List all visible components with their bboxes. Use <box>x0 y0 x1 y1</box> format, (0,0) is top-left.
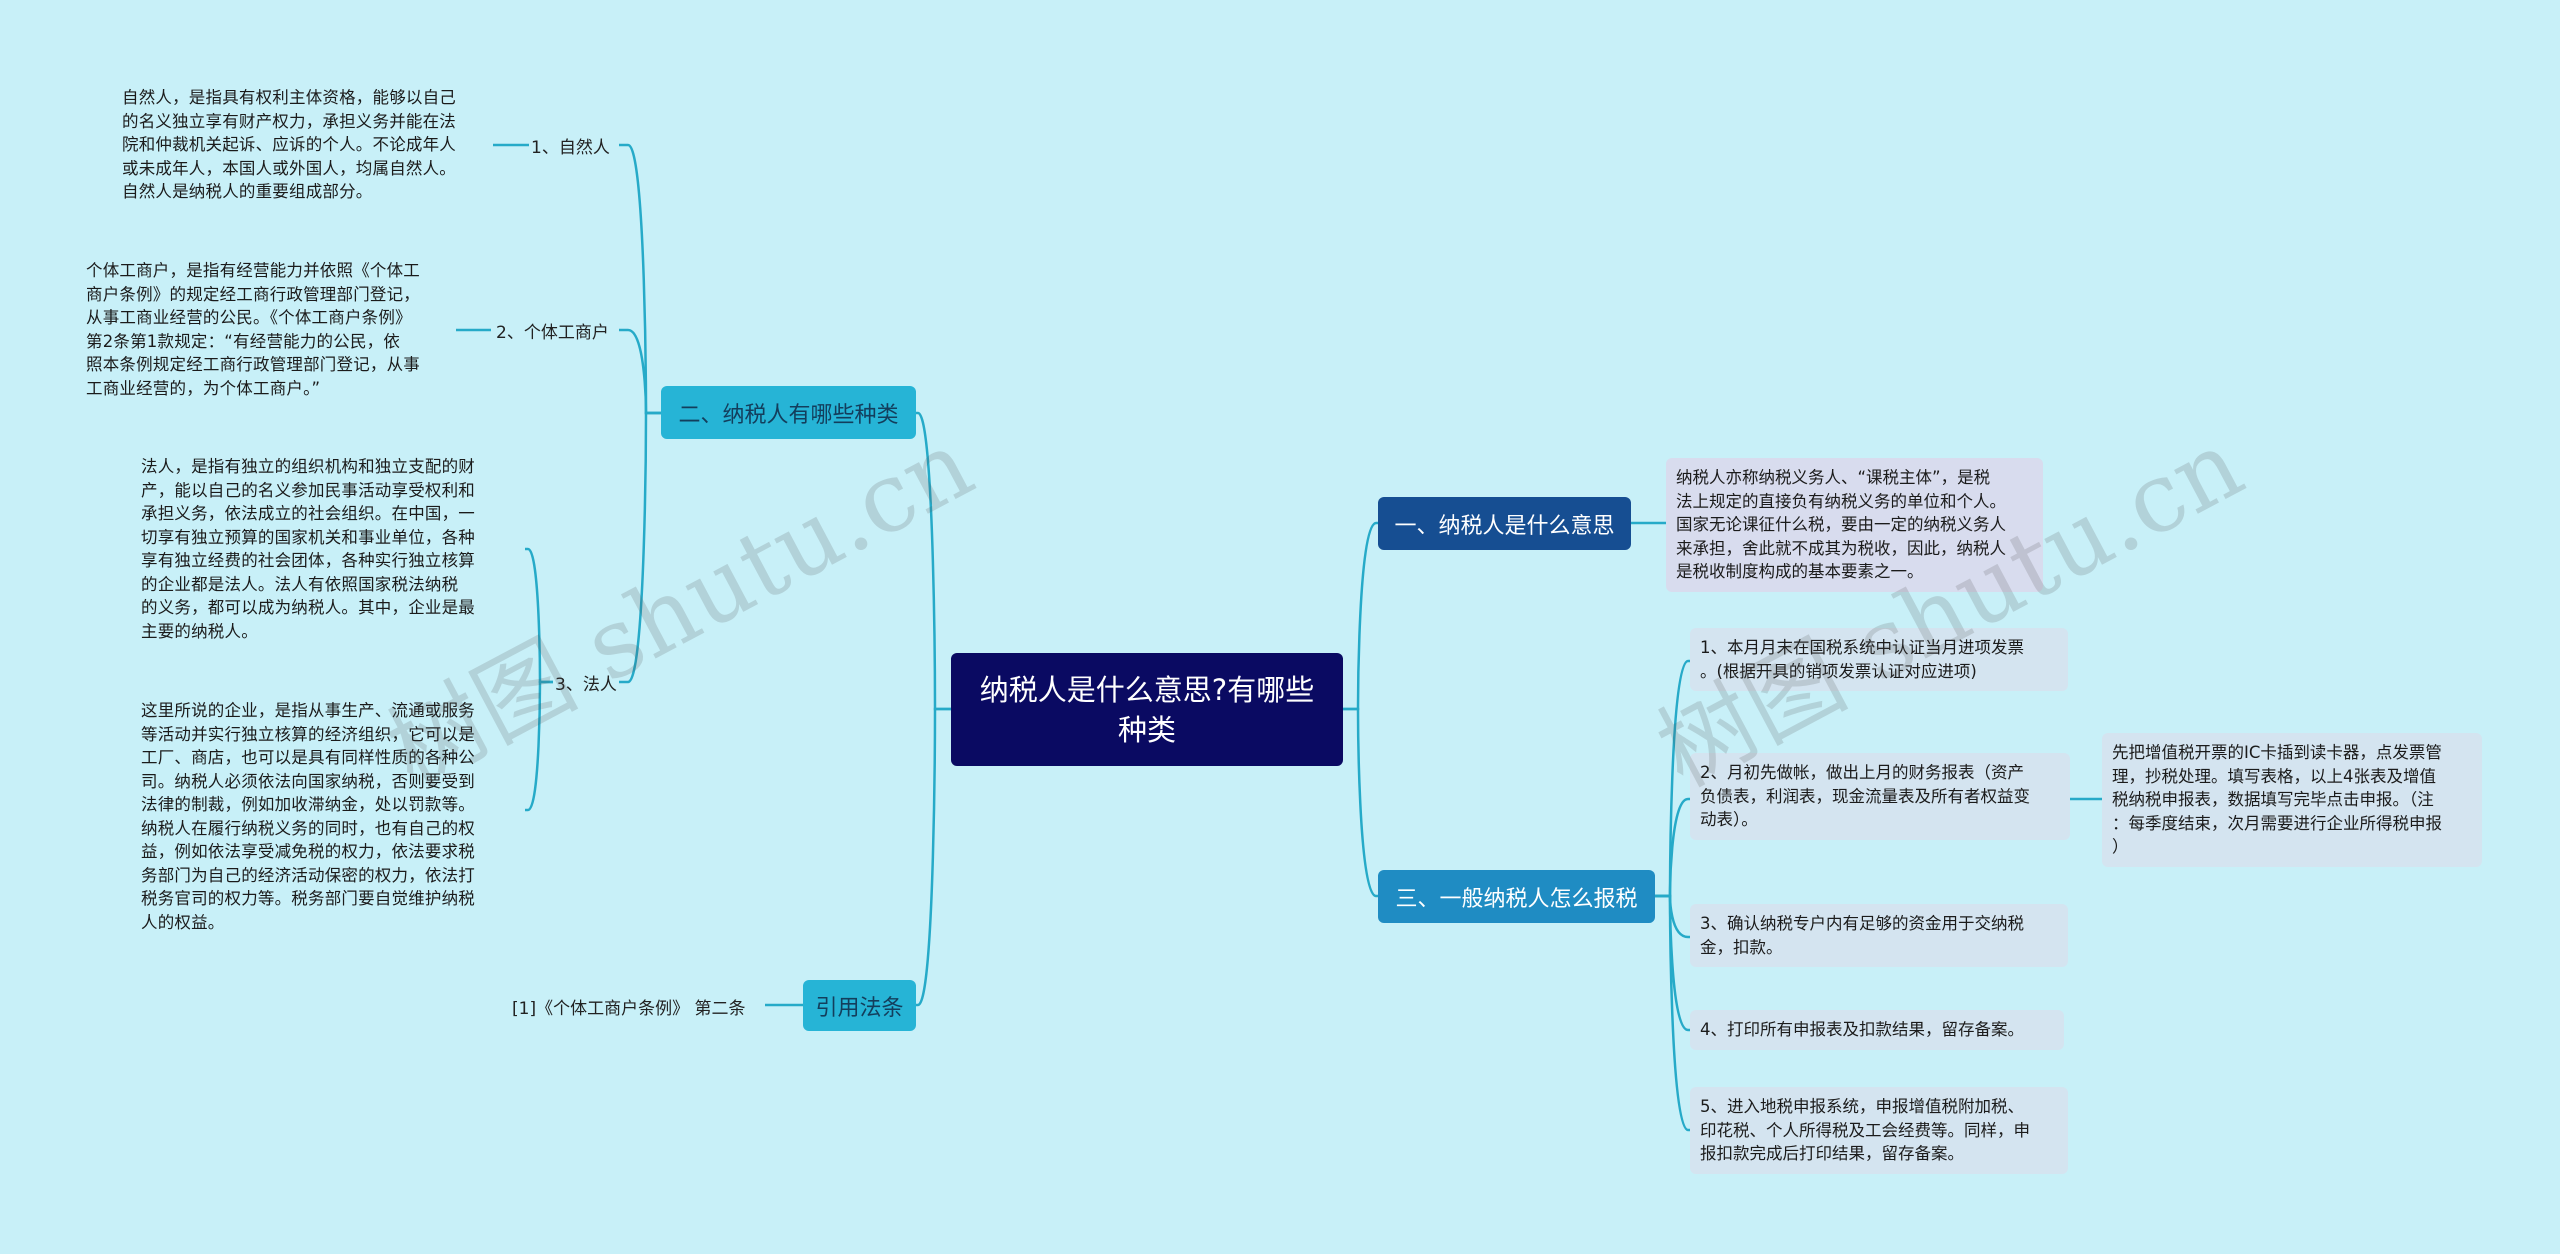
link-filing-step1 <box>1655 659 1690 898</box>
link-types-individual <box>619 328 661 415</box>
branch-filing-label: 三、一般纳税人怎么报税 <box>1395 886 1638 912</box>
branch-types[interactable]: 二、纳税人有哪些种类 <box>661 386 916 439</box>
root-title: 纳税人是什么意思?有哪些种类 <box>979 672 1315 747</box>
citation-item-text: [1]《个体工商户条例》 第二条 <box>512 998 746 1019</box>
filing-step-1: 1、本月月末在国税系统中认证当月进项发票 。(根据开具的销项发票认证对应进项) <box>1690 628 2068 691</box>
filing-step-2: 2、月初先做帐，做出上月的财务报表（资产 负债表，利润表，现金流量表及所有者权益… <box>1690 753 2070 840</box>
type-natural-person[interactable]: 1、自然人 <box>531 132 610 158</box>
citation-item[interactable]: [1]《个体工商户条例》 第二条 <box>512 993 745 1019</box>
type-individual-business-label: 2、个体工商户 <box>496 322 609 343</box>
branch-citation[interactable]: 引用法条 <box>803 980 916 1031</box>
meaning-description: 纳税人亦称纳税义务人、“课税主体”，是税 法上规定的直接负有纳税义务的单位和个人… <box>1666 458 2043 592</box>
type-legal-person[interactable]: 3、法人 <box>555 669 617 695</box>
branch-types-label: 二、纳税人有哪些种类 <box>678 402 899 428</box>
branch-citation-label: 引用法条 <box>815 995 904 1021</box>
root-node[interactable]: 纳税人是什么意思?有哪些种类 <box>951 653 1343 766</box>
link-legal-text-b <box>525 680 553 812</box>
filing-step-4: 4、打印所有申报表及扣款结果，留存备案。 <box>1690 1010 2064 1050</box>
type-natural-person-label: 1、自然人 <box>531 137 610 158</box>
link-root-meaning <box>1343 521 1378 711</box>
link-legal-text-a <box>525 547 553 684</box>
type-legal-person-label: 3、法人 <box>555 674 617 695</box>
link-types-legal <box>619 411 661 684</box>
legal-person-description: 法人，是指有独立的组织机构和独立支配的财 产，能以自己的名义参加民事活动享受权利… <box>141 457 475 641</box>
branch-meaning-label: 一、纳税人是什么意思 <box>1394 513 1615 539</box>
link-root-filing <box>1343 707 1378 898</box>
natural-person-description: 自然人，是指具有权利主体资格，能够以自己 的名义独立享有财产权力，承担义务并能在… <box>122 88 456 201</box>
enterprise-description: 这里所说的企业，是指从事生产、流通或服务 等活动并实行独立核算的经济组织，它可以… <box>141 701 475 932</box>
type-individual-business[interactable]: 2、个体工商户 <box>496 317 609 343</box>
link-root-types <box>912 411 951 711</box>
branch-meaning[interactable]: 一、纳税人是什么意思 <box>1378 497 1631 550</box>
filing-step-5: 5、进入地税申报系统，申报增值税附加税、 印花税、个人所得税及工会经费等。同样，… <box>1690 1087 2068 1174</box>
filing-step-3: 3、确认纳税专户内有足够的资金用于交纳税 金，扣款。 <box>1690 904 2068 967</box>
individual-business-description: 个体工商户，是指有经营能力并依照《个体工 商户条例》的规定经工商行政管理部门登记… <box>86 261 420 398</box>
link-root-citation <box>912 707 951 1007</box>
link-types-natural <box>619 143 661 415</box>
link-filing-step2 <box>1655 797 1690 898</box>
link-filing-step3 <box>1655 894 1690 939</box>
filing-step-2-detail: 先把增值税开票的IC卡插到读卡器，点发票管 理，抄税处理。填写表格，以上4张表及… <box>2102 733 2482 867</box>
branch-filing[interactable]: 三、一般纳税人怎么报税 <box>1378 870 1655 923</box>
link-filing-step5 <box>1655 894 1690 1132</box>
